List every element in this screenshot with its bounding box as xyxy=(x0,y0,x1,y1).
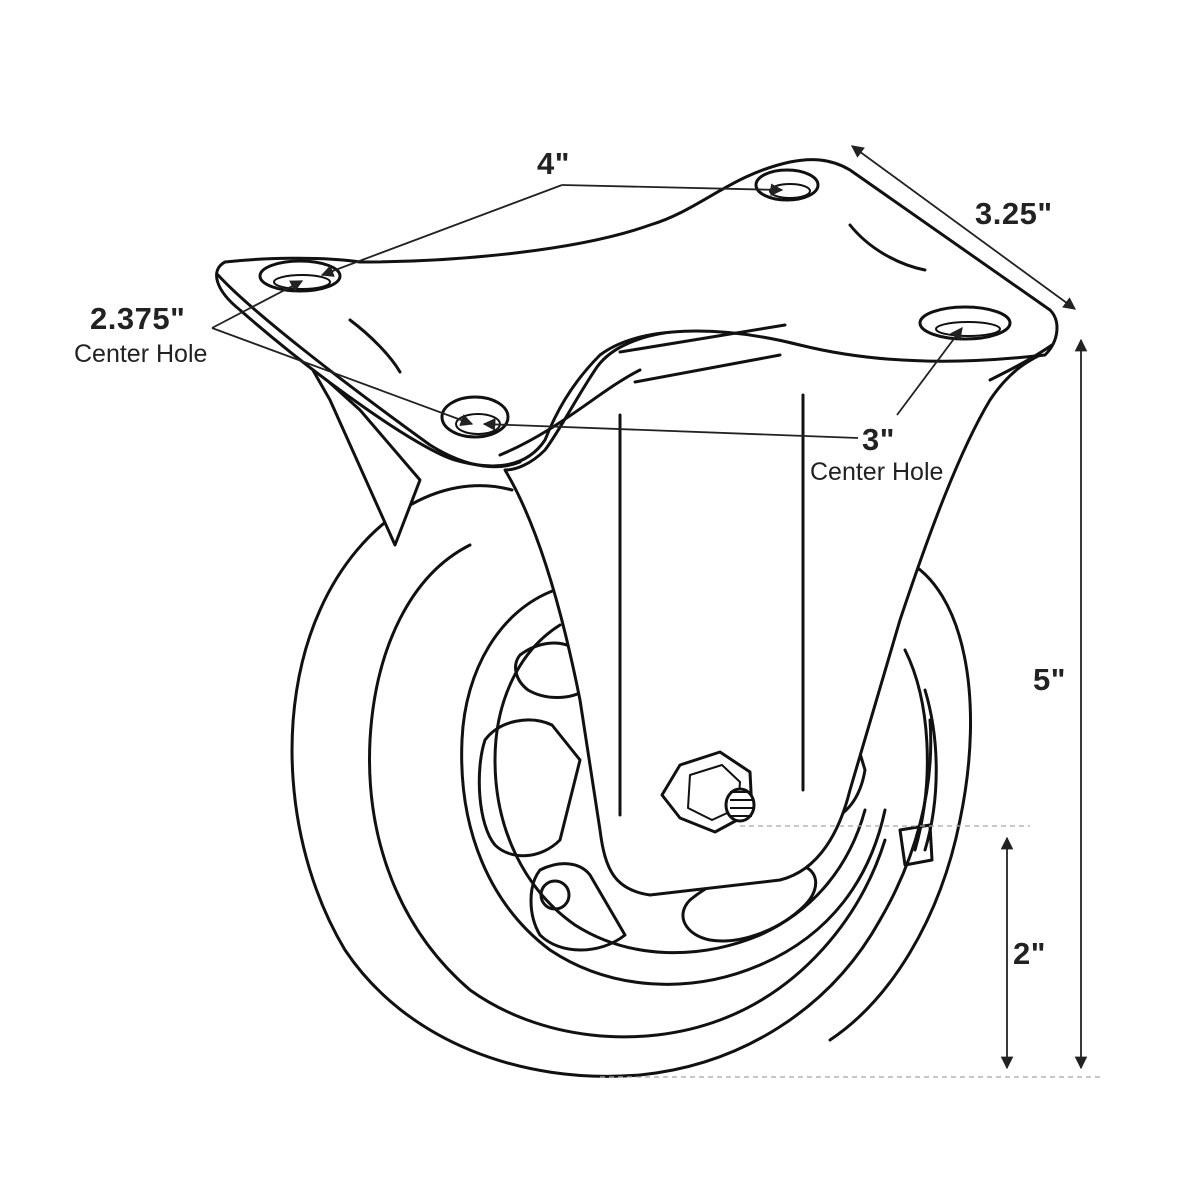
plate-width-label: 3.25" xyxy=(975,196,1053,231)
dimension-lines xyxy=(211,145,1088,1070)
plate-edge-right xyxy=(988,343,1054,382)
tire-inner xyxy=(368,543,887,1039)
dimension-3-25in xyxy=(850,145,1077,310)
leader-4in-left xyxy=(320,184,563,277)
hub-opening-2[interactable] xyxy=(477,718,582,858)
wheel xyxy=(290,484,973,1078)
fork-rear-leg xyxy=(308,363,422,547)
axle-thread xyxy=(724,787,756,823)
tire-outer[interactable] xyxy=(290,484,933,1078)
plate-highlight-2 xyxy=(348,318,402,374)
leader-3in-front xyxy=(482,418,859,439)
center-hole-long-value: 3" xyxy=(862,422,895,457)
hub-bolt xyxy=(539,879,571,911)
plate-length-label: 4" xyxy=(537,146,570,181)
bolt-hole-rear-left[interactable] xyxy=(258,259,342,293)
plate-edge xyxy=(216,273,522,469)
leader-4in-right xyxy=(561,183,784,197)
fork-front-leg[interactable] xyxy=(503,328,1042,897)
hub-opening-3[interactable] xyxy=(529,862,627,952)
tire-tread-notch xyxy=(898,823,934,867)
leader-2-375in-front xyxy=(211,327,474,426)
reference-guides xyxy=(600,825,1102,1078)
hub-opening-1[interactable] xyxy=(514,641,587,699)
plate-rib-2 xyxy=(633,353,782,384)
center-hole-long-note: Center Hole xyxy=(810,458,944,486)
plate-rib-3 xyxy=(498,368,642,457)
plate-outline[interactable] xyxy=(215,158,1059,468)
leader-3in-right xyxy=(896,326,963,416)
fork-bracket xyxy=(308,328,1042,897)
wheel-rear-inner xyxy=(903,648,929,852)
leader-2-375in-rear xyxy=(211,280,304,329)
rim-outer xyxy=(460,588,887,986)
bolt-hole-front-right[interactable] xyxy=(918,305,1012,341)
overall-height-label: 5" xyxy=(1033,662,1066,697)
center-hole-short-note: Center Hole xyxy=(74,340,208,368)
plate-rib-1 xyxy=(618,323,787,354)
axle-height-label: 2" xyxy=(1013,936,1046,971)
wheel-rear-edge xyxy=(828,558,973,1042)
center-hole-short-value: 2.375" xyxy=(90,301,186,336)
axle-nut[interactable] xyxy=(660,750,756,834)
bolt-hole-rear-right[interactable] xyxy=(754,168,820,202)
